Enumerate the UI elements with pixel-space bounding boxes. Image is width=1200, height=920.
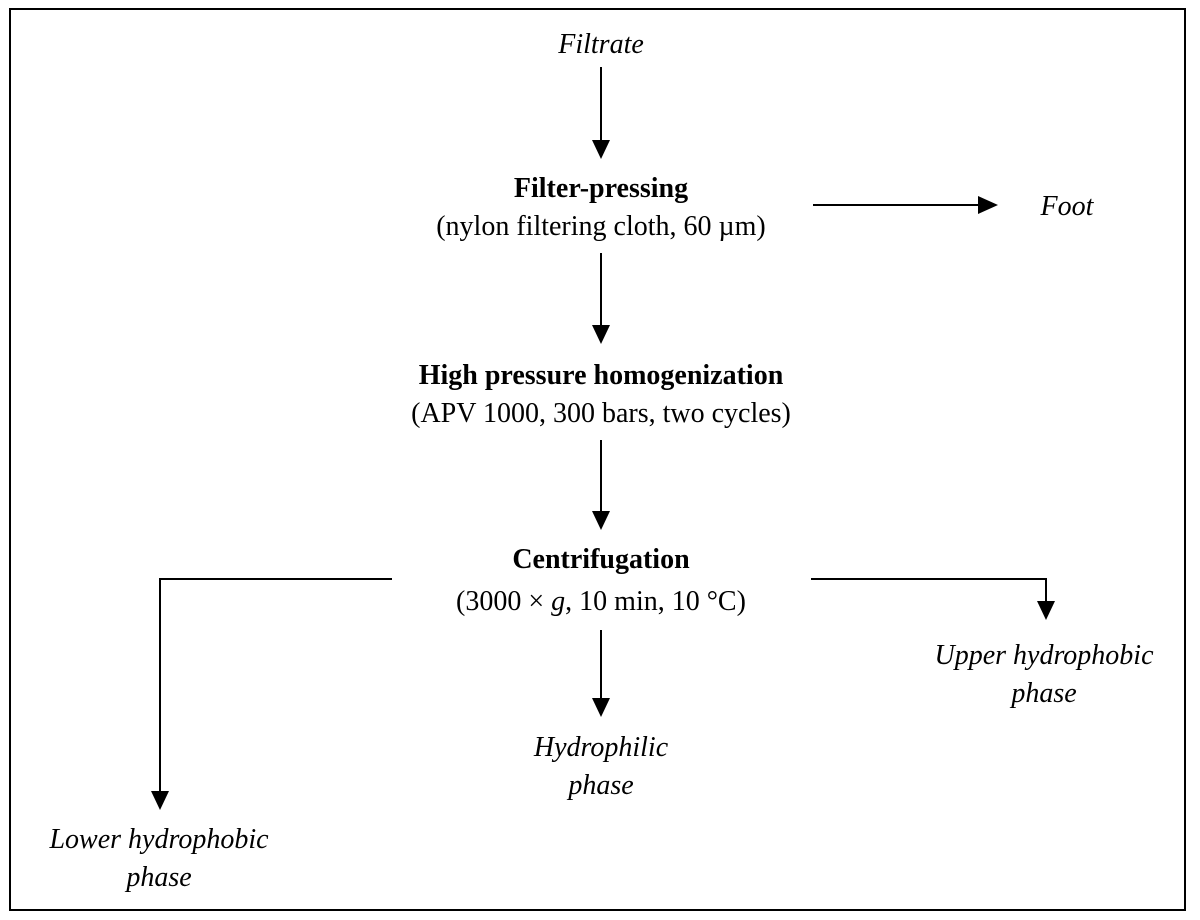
arrowhead-hydrophilic: [592, 698, 610, 717]
lower-hydrophobic-line2: phase: [126, 862, 192, 893]
centrifugation-details-var: g: [551, 586, 566, 617]
filter-pressing-title: Filter-pressing: [513, 173, 689, 204]
filtrate-label: Filtrate: [558, 29, 644, 60]
arrowhead-lower: [151, 791, 169, 810]
centrifugation-details-suffix: , 10 min, 10 °C): [565, 586, 746, 617]
arrowhead-filterpressing: [592, 140, 610, 159]
upper-hydrophobic-line1: Upper hydrophobic: [934, 640, 1154, 671]
homogenization-title: High pressure homogenization: [418, 360, 784, 391]
arrowhead-upper: [1037, 601, 1055, 620]
arrow-centrifugation-to-lower: [159, 578, 392, 793]
lower-hydrophobic-line1: Lower hydrophobic: [49, 824, 269, 855]
diagram-frame: [9, 8, 1186, 911]
centrifugation-details-prefix: (3000 ×: [456, 586, 552, 617]
arrowhead-foot: [978, 196, 998, 214]
arrow-centrifugation-to-upper: [811, 578, 1047, 603]
centrifugation-title: Centrifugation: [512, 544, 690, 575]
filter-pressing-details: (nylon filtering cloth, 60 µm): [436, 211, 766, 242]
upper-hydrophobic-line2: phase: [1011, 678, 1077, 709]
homogenization-details: (APV 1000, 300 bars, two cycles): [411, 398, 791, 429]
foot-label: Foot: [1040, 191, 1094, 222]
arrowhead-homogenization: [592, 325, 610, 344]
hydrophilic-line2: phase: [568, 770, 634, 801]
centrifugation-details: (3000 × g, 10 min, 10 °C): [456, 583, 746, 621]
hydrophilic-line1: Hydrophilic: [533, 732, 669, 763]
arrowhead-centrifugation: [592, 511, 610, 530]
